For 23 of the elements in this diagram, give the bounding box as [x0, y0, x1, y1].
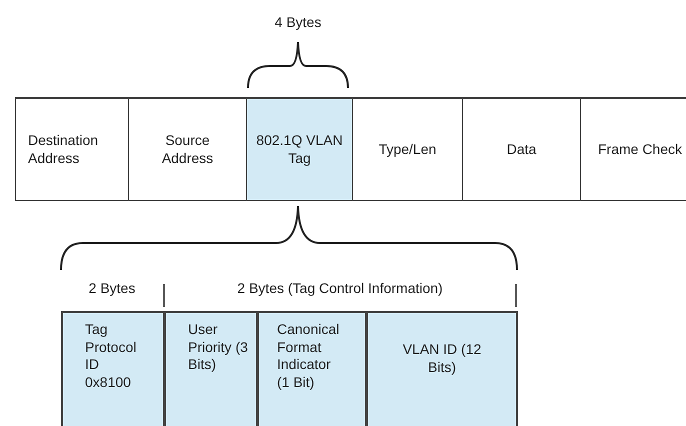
field-label: 802.1Q VLAN Tag — [255, 132, 344, 167]
tag-field — [366, 311, 518, 426]
size-label: 2 Bytes (Tag Control Information) — [237, 280, 443, 296]
field-label: Source Address — [160, 132, 214, 167]
frame-field — [15, 97, 129, 201]
frame-field — [352, 97, 463, 201]
field-label: Destination Address — [28, 132, 100, 167]
field-label: User Priority (3 Bits) — [188, 321, 248, 374]
size-label: 2 Bytes — [88, 280, 136, 296]
field-label: Tag Protocol ID 0x8100 — [85, 321, 138, 391]
field-label: VLAN ID (12 Bits) — [402, 341, 482, 376]
tag-field — [61, 311, 165, 426]
size-label: 4 Bytes — [274, 14, 322, 30]
frame-field — [462, 97, 581, 201]
field-label: Type/Len — [378, 140, 438, 158]
frame-field — [128, 97, 247, 201]
field-label: Canonical Format Indicator (1 Bit) — [277, 321, 337, 391]
field-label: Data — [506, 140, 538, 158]
field-label: Frame Check — [596, 140, 684, 158]
frame-field — [580, 97, 686, 201]
tag-field — [164, 311, 258, 426]
frame-field — [246, 97, 353, 201]
tag-field — [257, 311, 367, 426]
